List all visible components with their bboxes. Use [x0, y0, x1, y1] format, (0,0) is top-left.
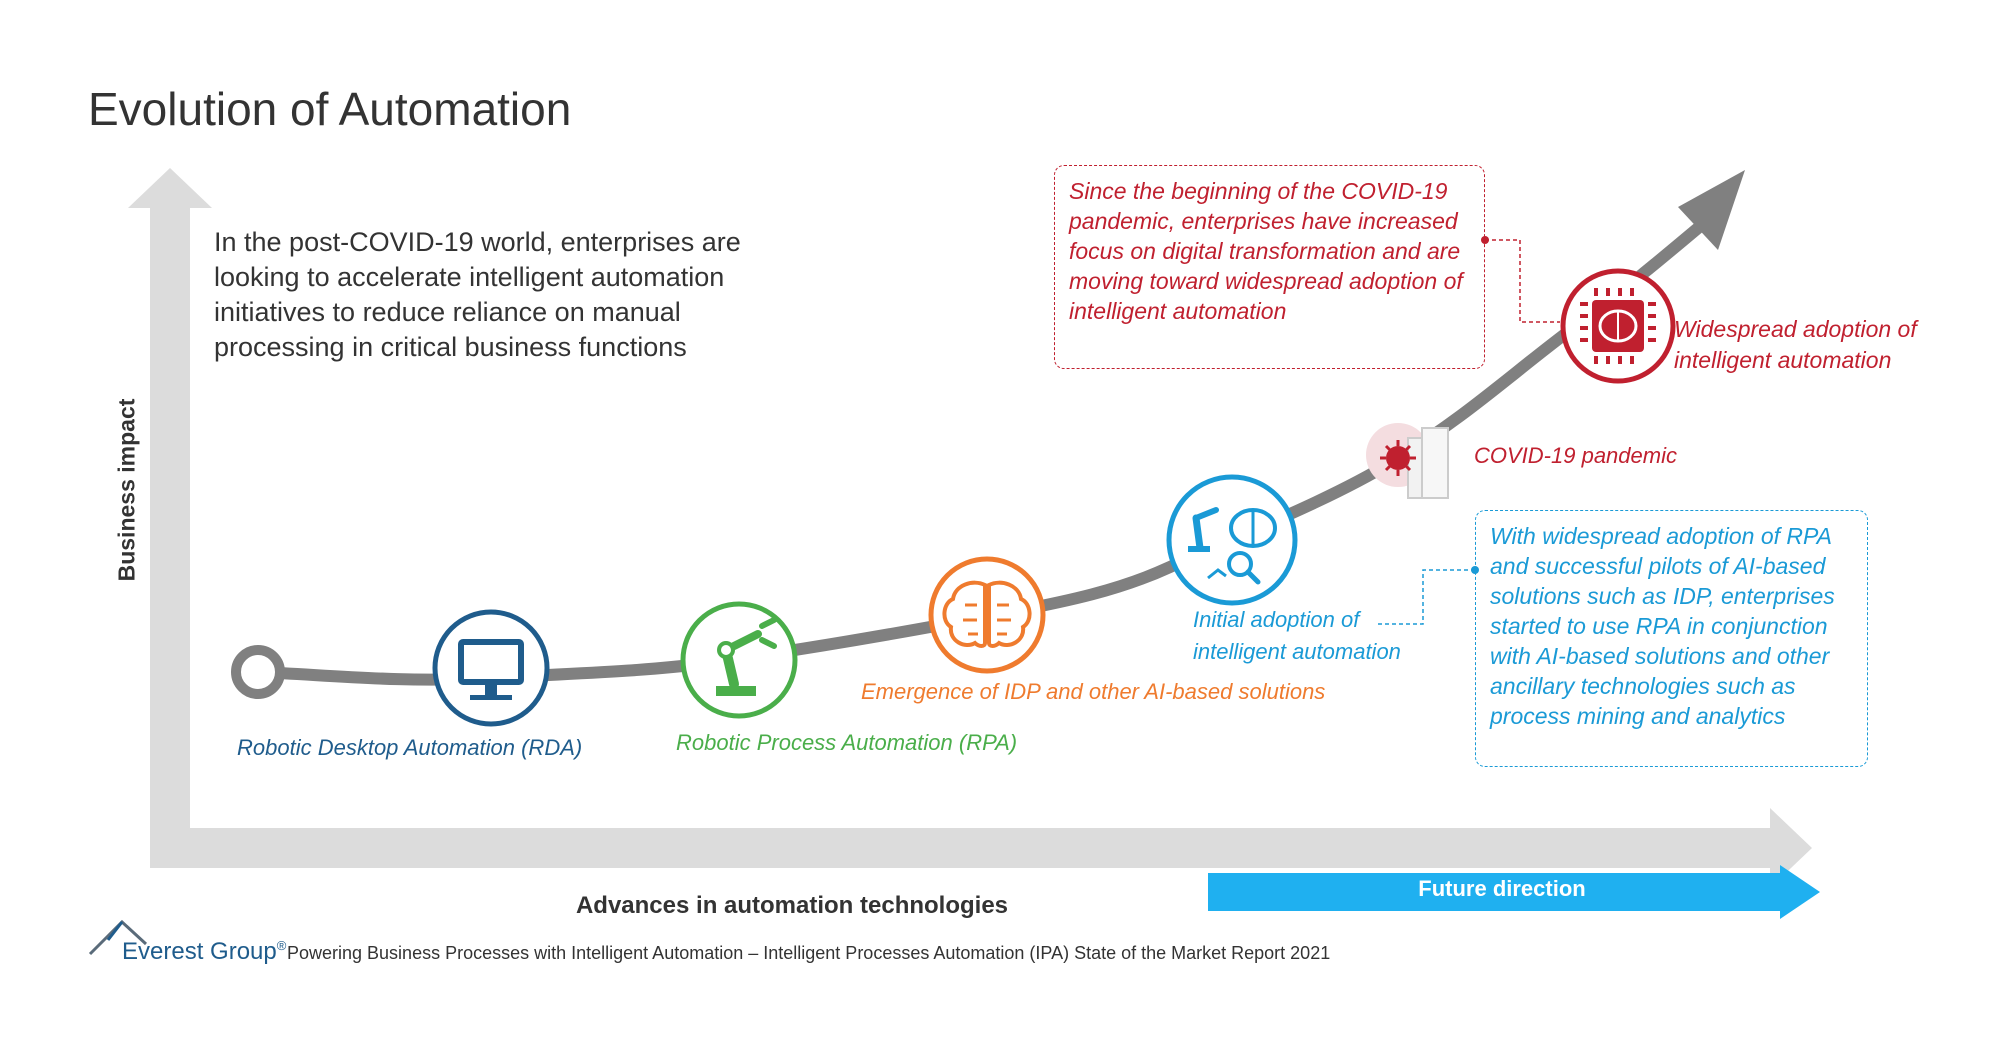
stage-label-widespread-adoption: Widespread adoption of intelligent autom…	[1674, 316, 1917, 373]
callout-covid-focus: Since the beginning of the COVID-19 pand…	[1054, 165, 1485, 369]
stage-label-rda: Robotic Desktop Automation (RDA)	[237, 735, 583, 760]
stage-label-idp: Emergence of IDP and other AI-based solu…	[861, 679, 1326, 704]
robotic-arm-icon	[680, 601, 798, 719]
stage-label-rpa: Robotic Process Automation (RPA)	[676, 730, 1018, 755]
x-axis-arrow	[150, 808, 1812, 888]
brand-text: Everest Group	[122, 938, 277, 965]
y-axis-arrow	[128, 168, 212, 860]
future-direction-arrow	[1208, 865, 1820, 919]
x-axis-label: Advances in automation technologies	[575, 892, 1009, 919]
curve-arrowhead	[1678, 170, 1745, 250]
page-title: Evolution of Automation	[88, 83, 572, 135]
footer-source: Powering Business Processes with Intelli…	[287, 943, 1331, 963]
future-direction-label: Future direction	[1418, 876, 1586, 901]
brand-name: Everest Group®	[122, 938, 286, 966]
chip-brain-icon	[1560, 268, 1676, 384]
stage-label-covid: COVID-19 pandemic	[1474, 443, 1677, 468]
stage-label-initial-adoption: Initial adoption of intelligent automati…	[1193, 607, 1401, 664]
virus-building-icon	[1366, 423, 1449, 499]
callout-rpa-ai: With widespread adoption of RPA and succ…	[1475, 510, 1868, 767]
y-axis-label: Business impact	[113, 398, 140, 582]
intro-text: In the post-COVID-19 world, enterprises …	[214, 227, 741, 362]
everest-logo-icon	[88, 919, 148, 956]
red-callout-connector	[1481, 236, 1560, 323]
brand-mark: ®	[276, 938, 287, 953]
circuit-brain-icon	[928, 556, 1046, 674]
monitor-icon	[432, 609, 550, 727]
start-point	[231, 645, 285, 699]
robot-brain-analytics-icon	[1166, 474, 1298, 606]
